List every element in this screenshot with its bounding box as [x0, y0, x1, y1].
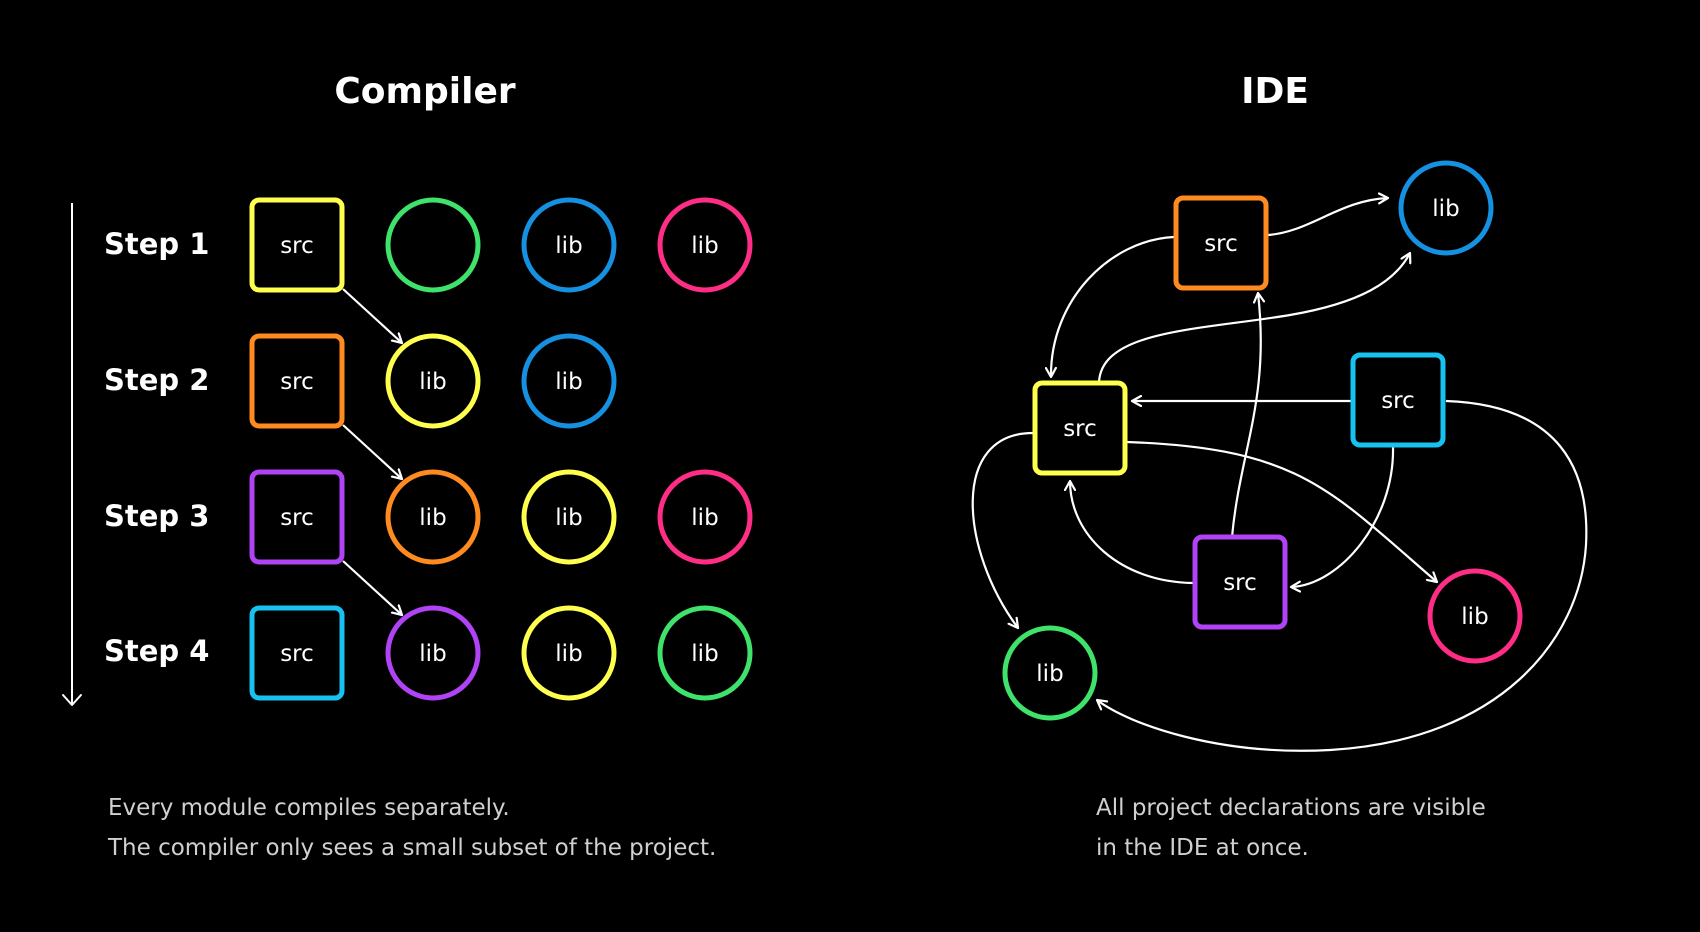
- step-3-lib-orange-label: lib: [419, 505, 446, 531]
- step-arrow-3: [342, 560, 402, 615]
- step-3-lib-orange-circle: [385, 469, 481, 565]
- step-3-lib-yellow: lib: [521, 469, 617, 565]
- ide-node-src-cyan: src: [1350, 352, 1446, 448]
- edge-src-orange-to-lib-blue: [1267, 198, 1388, 237]
- step-4-src-cyan-label: src: [280, 641, 314, 667]
- ide-node-lib-green: lib: [1002, 625, 1098, 721]
- step-4-lib-purple-label: lib: [419, 641, 446, 667]
- step-arrow-2: [342, 424, 402, 479]
- ide-node-src-yellow-box: [1032, 380, 1128, 476]
- edge-src-yellow-to-lib-blue: [1097, 253, 1410, 383]
- step-4-lib-yellow-label: lib: [555, 641, 582, 667]
- ide-node-lib-pink: lib: [1427, 568, 1523, 664]
- step-2-src-orange: src: [249, 333, 345, 429]
- step-3-lib-yellow-label: lib: [555, 505, 582, 531]
- step-label-1: Step 1: [104, 227, 209, 261]
- ide-caption-line-2: in the IDE at once.: [1096, 835, 1309, 861]
- ide-node-lib-blue: lib: [1398, 160, 1494, 256]
- step-3-lib-pink-label: lib: [691, 505, 718, 531]
- step-2-lib-yellow-label: lib: [419, 369, 446, 395]
- compiler-caption-line-1: Every module compiles separately.: [108, 795, 510, 821]
- step-3-lib-pink: lib: [657, 469, 753, 565]
- ide-node-src-cyan-label: src: [1381, 388, 1415, 414]
- edge-src-purple-to-src-yellow: [1070, 481, 1194, 585]
- step-4-src-cyan: src: [249, 605, 345, 701]
- ide-node-lib-pink-label: lib: [1461, 604, 1488, 630]
- step-3-lib-orange: lib: [385, 469, 481, 565]
- compiler-caption-line-2: The compiler only sees a small subset of…: [107, 835, 716, 861]
- step-label-4: Step 4: [104, 634, 209, 668]
- ide-node-src-orange-box: [1173, 195, 1269, 291]
- step-4-lib-purple: lib: [385, 605, 481, 701]
- ide-nodes: src src src src lib lib lib: [1002, 160, 1523, 721]
- step-label-2: Step 2: [104, 363, 209, 397]
- ide-node-src-yellow-label: src: [1063, 416, 1097, 442]
- compiler-arrows: [342, 288, 402, 615]
- step-4-lib-green-circle: [657, 605, 753, 701]
- step-4-lib-green: lib: [657, 605, 753, 701]
- step-2-src-orange-box: [249, 333, 345, 429]
- step-3-lib-pink-circle: [657, 469, 753, 565]
- compiler-title: Compiler: [334, 71, 516, 112]
- step-1-lib-pink: lib: [657, 197, 753, 293]
- ide-edges: [971, 198, 1588, 752]
- step-2-src-orange-label: src: [280, 369, 314, 395]
- step-labels: Step 1 Step 2 Step 3 Step 4: [104, 227, 209, 668]
- step-3-src-purple-box: [249, 469, 345, 565]
- step-1-lib-green-circle: [385, 197, 481, 293]
- edge-src-cyan-to-lib-green: [1097, 399, 1588, 752]
- ide-node-src-yellow: src: [1032, 380, 1128, 476]
- edge-src-cyan-to-src-purple: [1291, 445, 1395, 587]
- step-1-lib-pink-circle: [657, 197, 753, 293]
- step-2-lib-blue: lib: [521, 333, 617, 429]
- step-3-src-purple: src: [249, 469, 345, 565]
- ide-node-lib-green-circle: [1002, 625, 1098, 721]
- compiler-nodes: src lib lib src lib lib src lib lib lib src lib lib l…: [249, 197, 753, 701]
- ide-caption-line-1: All project declarations are visible: [1096, 795, 1486, 821]
- step-2-lib-blue-circle: [521, 333, 617, 429]
- step-4-lib-purple-circle: [385, 605, 481, 701]
- step-2-lib-yellow: lib: [385, 333, 481, 429]
- step-4-lib-yellow-circle: [521, 605, 617, 701]
- step-1-src-yellow-box: [249, 197, 345, 293]
- edge-src-orange-to-src-yellow: [1051, 235, 1175, 377]
- ide-title: IDE: [1241, 71, 1309, 112]
- ide-node-src-purple-label: src: [1223, 570, 1257, 596]
- ide-node-lib-blue-label: lib: [1432, 196, 1459, 222]
- edge-src-yellow-to-lib-pink: [1126, 440, 1437, 582]
- ide-node-lib-pink-circle: [1427, 568, 1523, 664]
- step-2-lib-blue-label: lib: [555, 369, 582, 395]
- step-arrow-1: [342, 288, 402, 343]
- ide-node-src-cyan-box: [1350, 352, 1446, 448]
- step-4-lib-yellow: lib: [521, 605, 617, 701]
- step-3-src-purple-label: src: [280, 505, 314, 531]
- step-label-3: Step 3: [104, 499, 209, 533]
- step-2-lib-yellow-circle: [385, 333, 481, 429]
- step-1-lib-blue: lib: [521, 197, 617, 293]
- step-3-lib-yellow-circle: [521, 469, 617, 565]
- ide-node-lib-green-label: lib: [1036, 661, 1063, 687]
- step-1-lib-pink-label: lib: [691, 233, 718, 259]
- step-1-lib-blue-circle: [521, 197, 617, 293]
- ide-node-src-purple-box: [1192, 534, 1288, 630]
- step-1-src-yellow: src: [249, 197, 345, 293]
- ide-node-src-purple: src: [1192, 534, 1288, 630]
- step-4-lib-green-label: lib: [691, 641, 718, 667]
- edge-src-purple-to-src-orange: [1230, 293, 1261, 538]
- ide-node-lib-blue-circle: [1398, 160, 1494, 256]
- step-4-src-cyan-box: [249, 605, 345, 701]
- edge-src-yellow-to-lib-green: [971, 431, 1035, 628]
- ide-node-src-orange: src: [1173, 195, 1269, 291]
- captions: Every module compiles separately. The co…: [107, 795, 1486, 861]
- step-1-lib-green: [385, 197, 481, 293]
- timeline-arrowhead: [62, 694, 82, 706]
- ide-node-src-orange-label: src: [1204, 231, 1238, 257]
- step-1-src-yellow-label: src: [280, 233, 314, 259]
- step-1-lib-blue-label: lib: [555, 233, 582, 259]
